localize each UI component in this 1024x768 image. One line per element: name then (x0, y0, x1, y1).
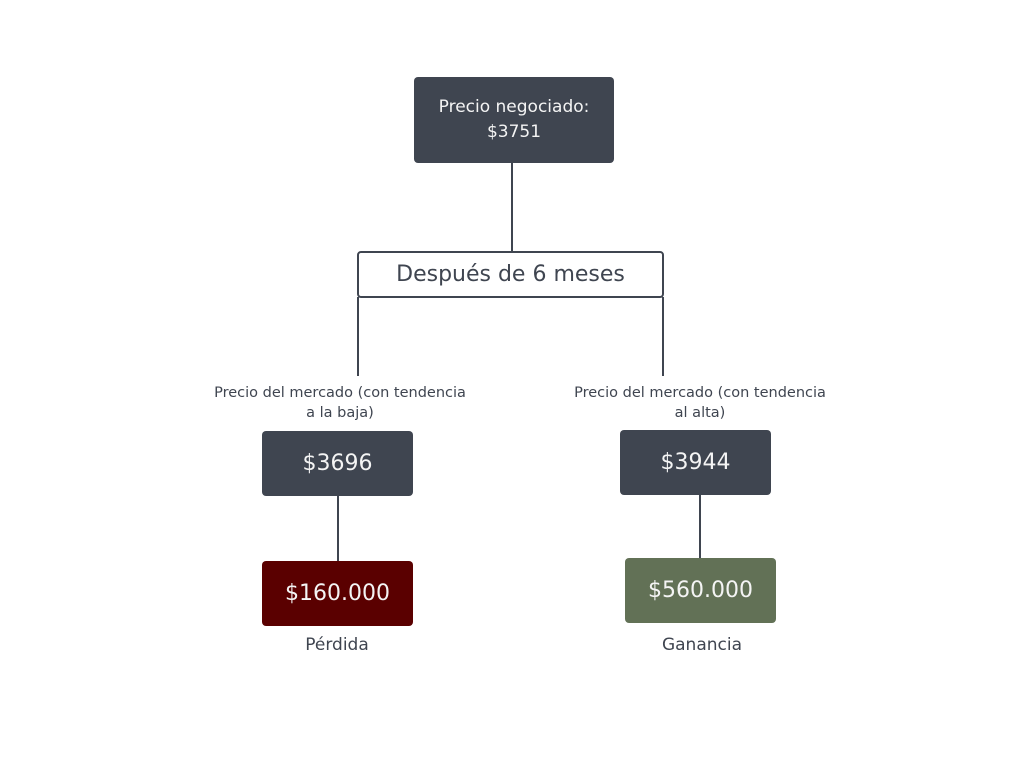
right-market-price: $3944 (660, 450, 731, 475)
gain-value: $560.000 (648, 578, 753, 603)
negotiated-price-value: $3751 (486, 122, 542, 142)
left-market-caption: Precio del mercado (con tendencia a la b… (214, 385, 466, 421)
loss-value: $160.000 (285, 581, 390, 606)
left-market-price: $3696 (302, 451, 373, 476)
right-market-price-node: $3944 (620, 430, 771, 495)
loss-node: $160.000 (262, 561, 413, 626)
gain-label: Ganancia (661, 635, 743, 655)
loss-label: Pérdida (305, 635, 369, 655)
connector-period-left (357, 297, 359, 376)
connector-left-price-outcome (337, 496, 339, 561)
connector-period-right (662, 297, 664, 376)
period-label: Después de 6 meses (396, 262, 625, 287)
right-market-caption: Precio del mercado (con tendencia al alt… (574, 385, 826, 421)
negotiated-price-node: Precio negociado: $3751 (414, 77, 614, 163)
connector-right-price-outcome (699, 494, 701, 558)
gain-node: $560.000 (625, 558, 776, 623)
left-market-price-node: $3696 (262, 431, 413, 496)
negotiated-price-label: Precio negociado: (438, 97, 590, 117)
connector-root-period (511, 163, 513, 251)
period-node: Después de 6 meses (357, 251, 664, 298)
